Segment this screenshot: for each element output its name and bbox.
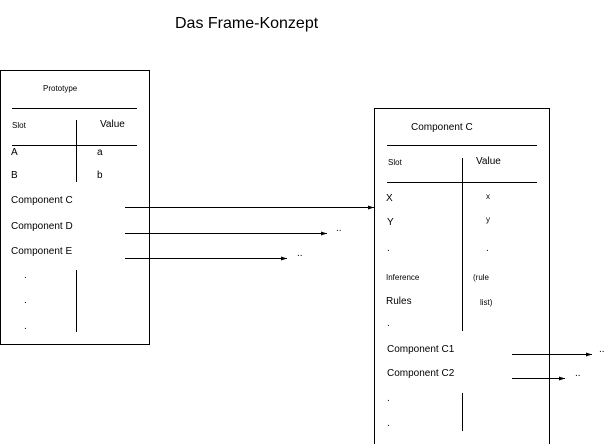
component-c-slot: X — [386, 193, 393, 204]
prototype-slot: A — [11, 147, 18, 158]
component-c-dot: . — [387, 318, 390, 329]
component-c-slot: Inference — [386, 273, 420, 282]
component-c-dot: . — [387, 393, 390, 404]
prototype-component: Component D — [11, 221, 73, 232]
component-c-value: x — [486, 192, 490, 201]
prototype-title: Prototype — [43, 84, 78, 93]
component-c-slot: . — [387, 243, 390, 254]
component-c-value-header: Value — [476, 156, 501, 167]
component-c-slot: Rules — [386, 296, 412, 307]
component-c-title: Component C — [411, 122, 473, 133]
prototype-dot: . — [24, 295, 27, 306]
component-c-value: list) — [480, 298, 493, 307]
arrow-ellipsis: .. — [297, 248, 303, 259]
component-c-subcomponent: Component C1 — [387, 344, 455, 355]
component-c-value: . — [486, 243, 489, 254]
component-c-slot-header: Slot — [388, 158, 402, 167]
diagram-title: Das Frame-Konzept — [175, 15, 319, 32]
prototype-dot: . — [24, 321, 27, 332]
component-c-value: y — [486, 215, 490, 224]
prototype-value-header: Value — [100, 119, 125, 130]
prototype-value: a — [97, 147, 103, 158]
prototype-component: Component C — [11, 195, 73, 206]
component-c-value: (rule — [473, 273, 490, 282]
component-c-slot: Y — [387, 217, 394, 228]
prototype-dot: . — [24, 270, 27, 281]
prototype-slot: B — [11, 170, 18, 181]
arrow-ellipsis: .. — [599, 344, 605, 355]
arrow-ellipsis: .. — [336, 223, 342, 234]
arrow-ellipsis: .. — [575, 368, 581, 379]
component-c-frame-box — [374, 108, 550, 444]
prototype-component: Component E — [11, 246, 73, 257]
component-c-dot: . — [387, 418, 390, 429]
component-c-subcomponent: Component C2 — [387, 368, 455, 379]
prototype-slot-header: Slot — [12, 121, 26, 130]
prototype-value: b — [97, 170, 103, 181]
